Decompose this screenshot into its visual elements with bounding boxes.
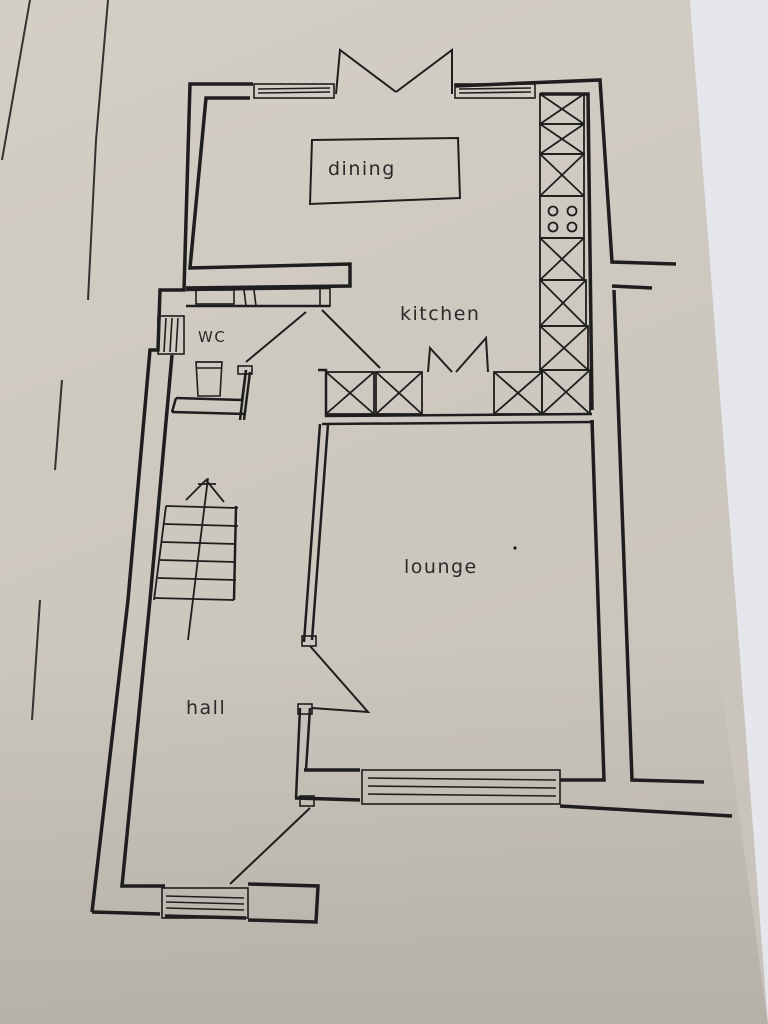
room-label-hall: hall bbox=[186, 697, 226, 719]
hob-icon bbox=[547, 205, 578, 233]
kitchen-units bbox=[325, 93, 591, 415]
paper-shadow bbox=[0, 640, 768, 1024]
wc-fixtures bbox=[195, 361, 223, 397]
doors bbox=[229, 48, 489, 885]
room-label-lounge: lounge bbox=[404, 556, 478, 578]
dining-table bbox=[308, 136, 462, 206]
room-label-dining: dining bbox=[328, 158, 396, 180]
windows bbox=[157, 83, 561, 919]
background-strip bbox=[690, 0, 768, 1024]
staircase bbox=[153, 477, 239, 641]
margin-lines bbox=[1, 0, 109, 721]
room-label-wc: WC bbox=[198, 328, 226, 346]
room-label-kitchen: kitchen bbox=[400, 303, 480, 325]
ink-dot bbox=[513, 546, 517, 550]
